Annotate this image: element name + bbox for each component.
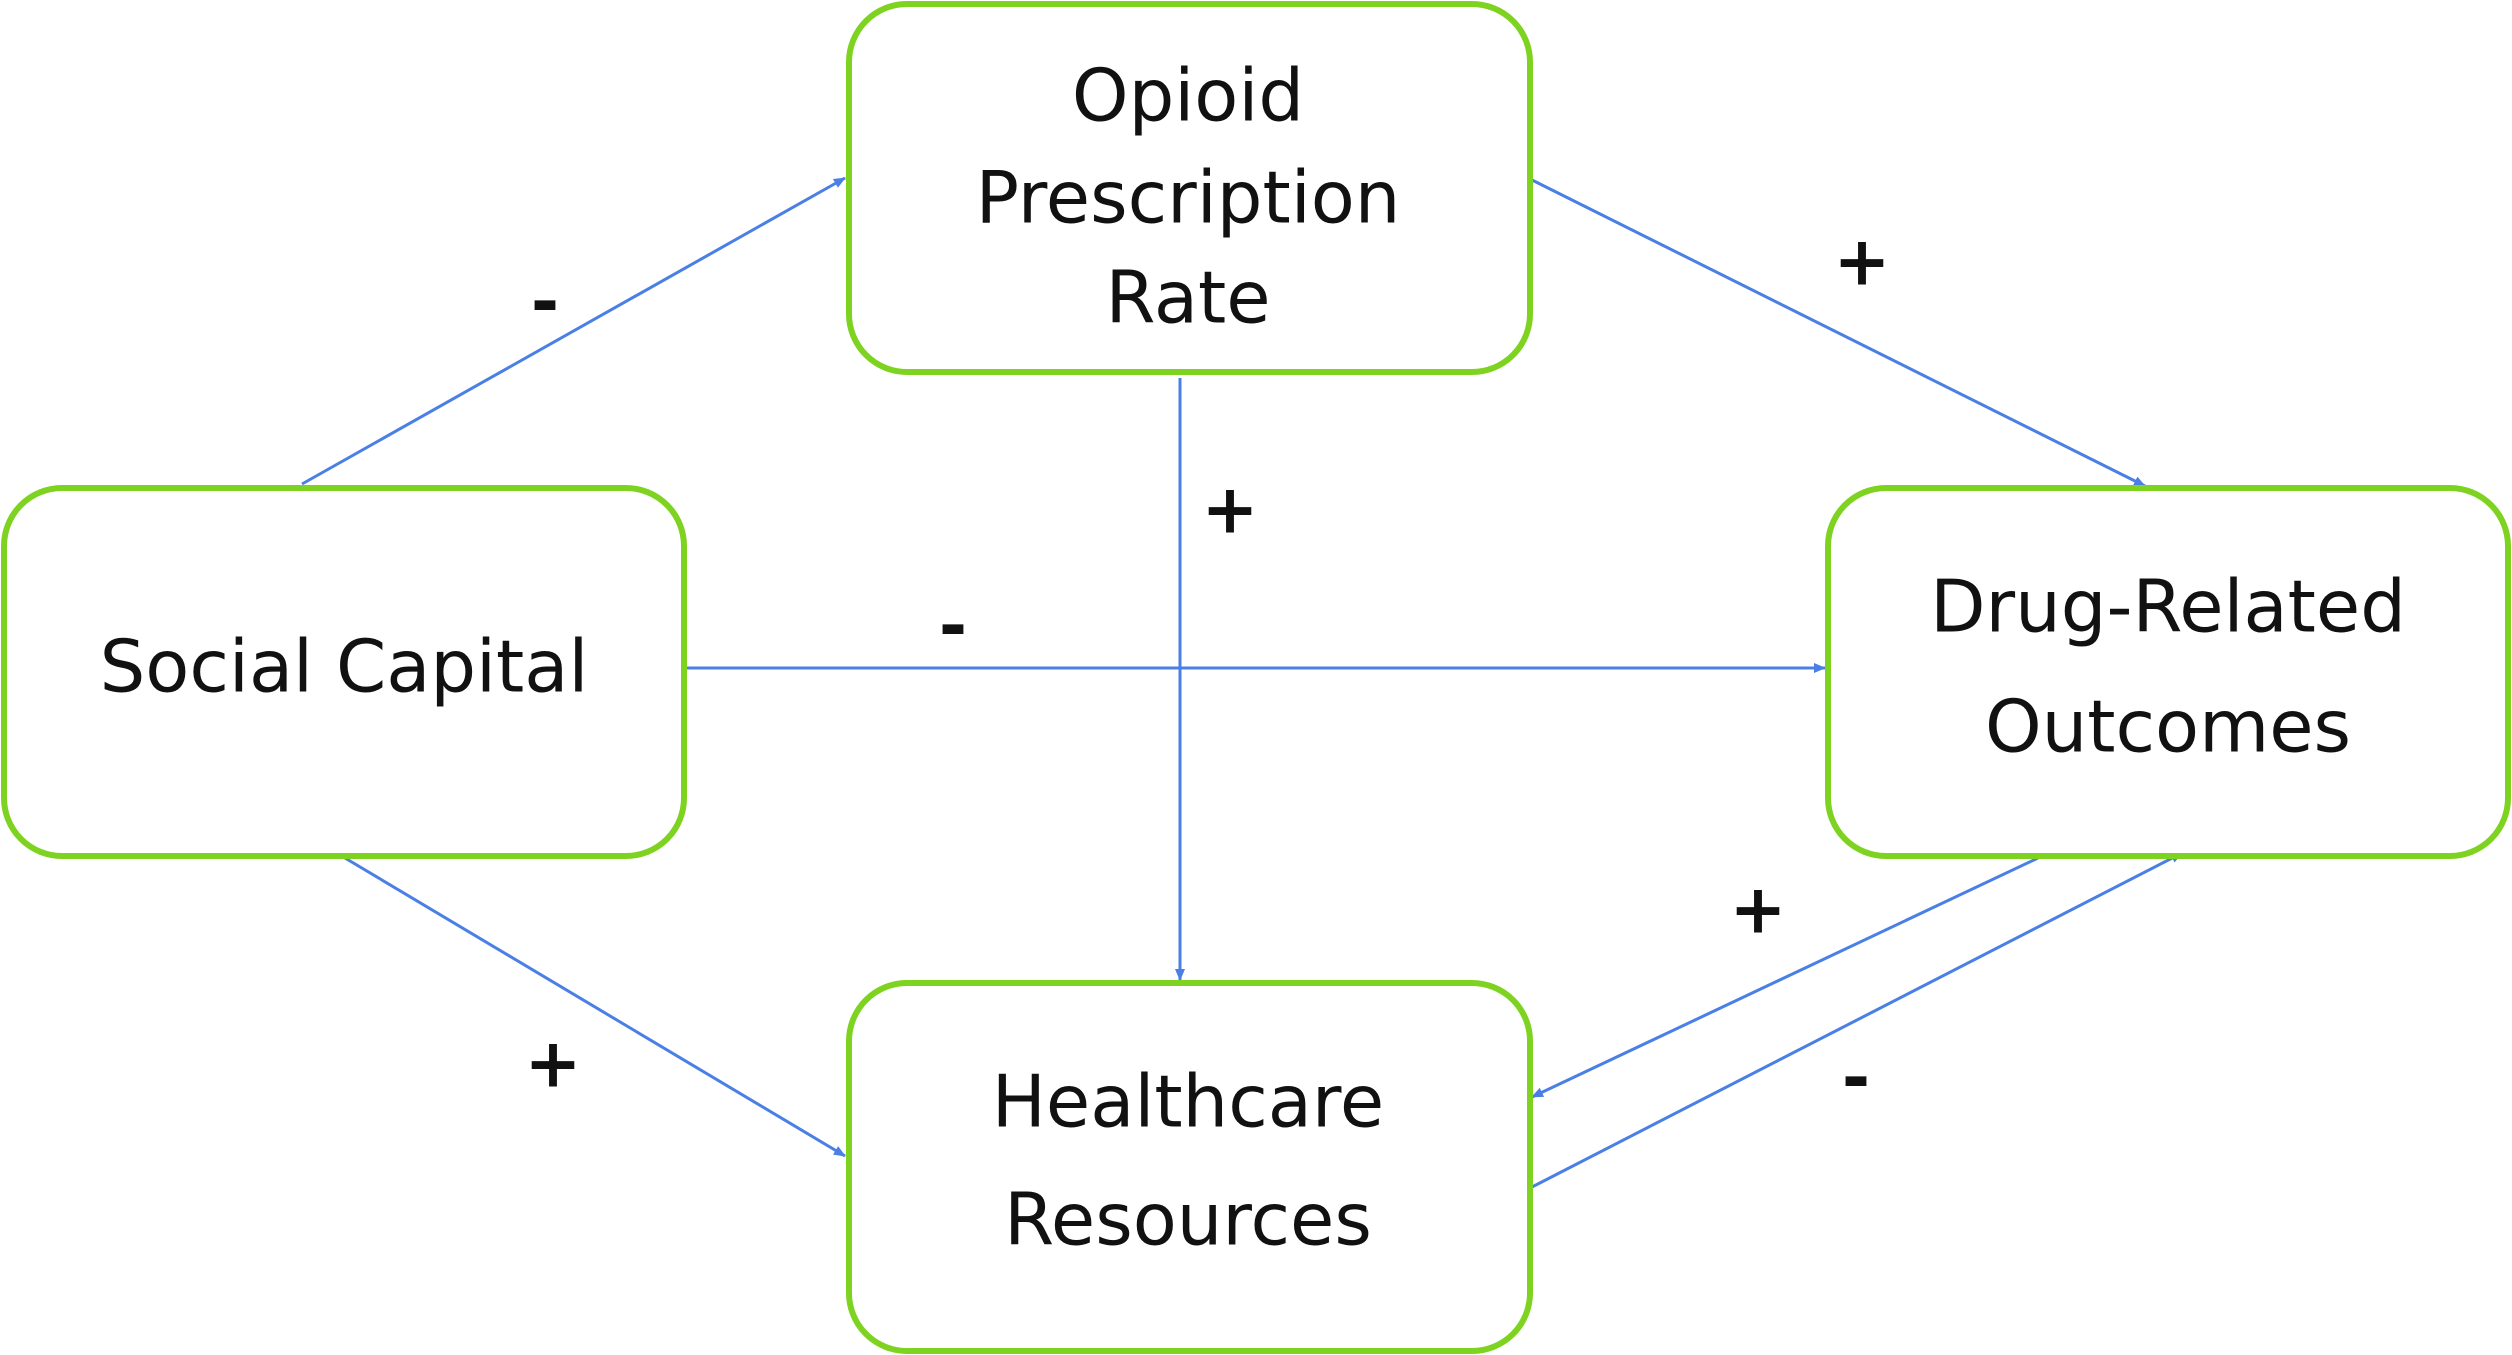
node-label-line: Rate bbox=[1105, 256, 1270, 340]
node-label-line: Healthcare bbox=[992, 1060, 1384, 1144]
node-label-line: Resources bbox=[1004, 1178, 1372, 1262]
sign-opioid-to-health: + bbox=[1202, 471, 1259, 550]
edge-labels-group: - + + - + + - bbox=[525, 223, 1891, 1118]
sign-social-to-drug: - bbox=[939, 587, 967, 666]
node-healthcare-resources: Healthcare Resources bbox=[846, 980, 1533, 1354]
node-social-capital: Social Capital bbox=[1, 485, 687, 859]
node-box bbox=[846, 980, 1533, 1354]
edge-social-to-health bbox=[344, 856, 846, 1158]
edge-social-to-opioid bbox=[301, 176, 846, 486]
sign-opioid-to-drug: + bbox=[1834, 223, 1891, 302]
node-label-line: Social Capital bbox=[100, 625, 589, 709]
node-label-line: Drug-Related bbox=[1930, 565, 2406, 649]
node-opioid-prescription-rate: Opioid Prescription Rate bbox=[846, 1, 1533, 375]
sign-health-to-drug: - bbox=[1842, 1039, 1870, 1118]
sign-social-to-health: + bbox=[525, 1025, 582, 1104]
sign-drug-to-health: + bbox=[1730, 871, 1787, 950]
sign-social-to-opioid: - bbox=[531, 263, 559, 342]
edge-drug-to-health bbox=[1531, 856, 2039, 1099]
node-drug-related-outcomes: Drug-Related Outcomes bbox=[1825, 485, 2511, 859]
node-label-line: Opioid bbox=[1072, 54, 1304, 138]
node-label-line: Outcomes bbox=[1985, 685, 2351, 769]
edges-group bbox=[301, 176, 2183, 1189]
node-box bbox=[1, 485, 687, 859]
edge-opioid-to-drug bbox=[1531, 178, 2146, 488]
node-box bbox=[1825, 485, 2511, 859]
edge-health-to-drug bbox=[1531, 851, 2183, 1189]
node-box bbox=[846, 1, 1533, 375]
node-label-line: Prescription bbox=[976, 156, 1401, 240]
